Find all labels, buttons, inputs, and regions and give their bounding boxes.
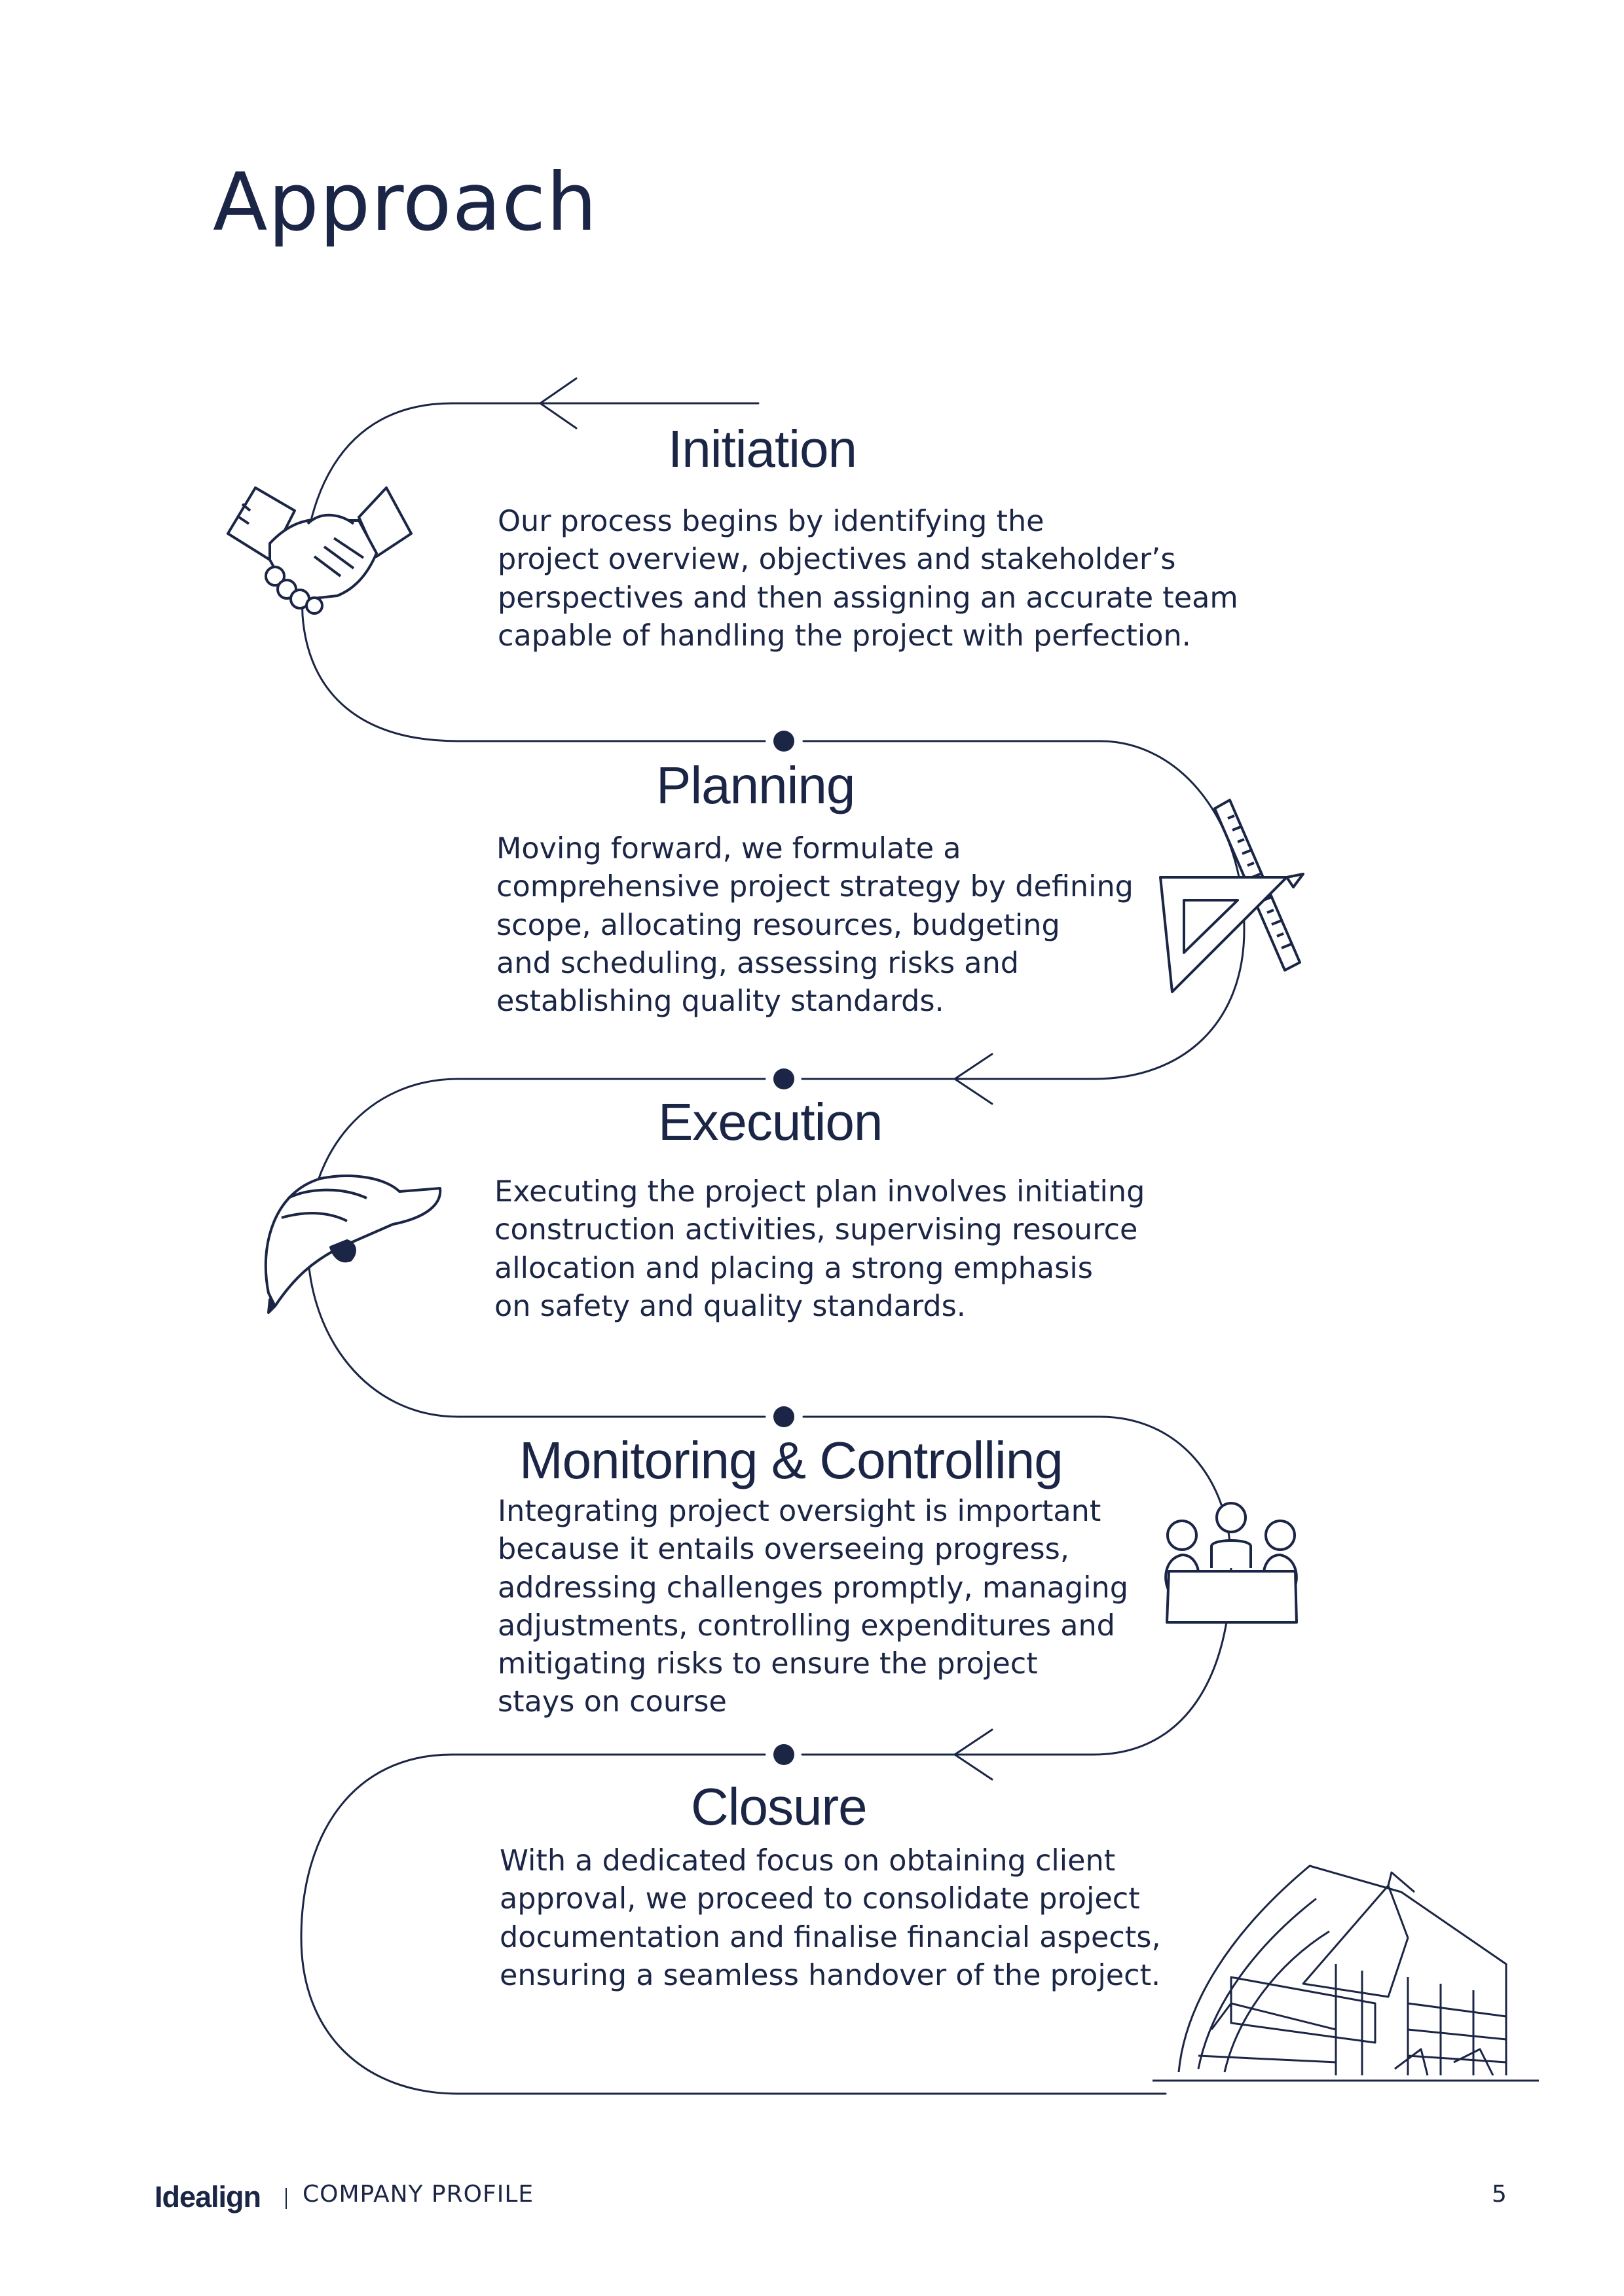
body-line: adjustments, controlling expenditures an… (498, 1609, 1115, 1643)
body-line: documentation and finalise financial asp… (500, 1920, 1161, 1954)
meeting-table-icon (1164, 1502, 1298, 1624)
set-square-ruler-icon (1159, 799, 1304, 993)
step-planning-title: Planning (656, 756, 855, 814)
body-line: project overview, objectives and stakeho… (498, 543, 1176, 577)
body-line: capable of handling the project with per… (498, 619, 1191, 653)
body-line: on safety and quality standards. (494, 1289, 966, 1323)
body-line: comprehensive project strategy by defini… (496, 870, 1134, 904)
body-line: addressing challenges promptly, managing (498, 1571, 1128, 1605)
step-execution-title: Execution (658, 1093, 883, 1151)
body-line: approval, we proceed to consolidate proj… (500, 1882, 1140, 1916)
handshake-icon (227, 486, 413, 615)
body-line: ensuring a seamless handover of the proj… (500, 1958, 1161, 1992)
body-line: because it entails overseeing progress, (498, 1533, 1069, 1567)
step-initiation-body: Our process begins by identifying the pr… (498, 503, 1238, 655)
body-line: construction activities, supervising res… (494, 1213, 1138, 1247)
building-icon (1153, 1865, 1539, 2082)
step-monitoring-body: Integrating project oversight is importa… (498, 1493, 1128, 1722)
body-line: Moving forward, we formulate a (496, 832, 961, 866)
body-line: establishing quality standards. (496, 985, 944, 1019)
body-line: Our process begins by identifying the (498, 505, 1044, 538)
body-line: scope, allocating resources, budgeting (496, 908, 1060, 942)
body-line: mitigating risks to ensure the project (498, 1647, 1038, 1681)
step-closure-title: Closure (691, 1777, 868, 1836)
body-line: Executing the project plan involves init… (494, 1175, 1145, 1209)
footer-label: COMPANY PROFILE (303, 2181, 534, 2208)
body-line: Integrating project oversight is importa… (498, 1495, 1101, 1528)
body-line: With a dedicated focus on obtaining clie… (500, 1844, 1116, 1878)
body-line: perspectives and then assigning an accur… (498, 581, 1238, 615)
step-initiation-title: Initiation (668, 420, 857, 478)
step-planning-body: Moving forward, we formulate a comprehen… (496, 830, 1134, 1021)
page-number: 5 (1492, 2181, 1507, 2208)
footer-divider (286, 2188, 287, 2209)
page-title: Approach (213, 156, 598, 249)
company-logo: Idealign (155, 2180, 261, 2214)
step-monitoring-title: Monitoring & Controlling (519, 1431, 1063, 1489)
body-line: allocation and placing a strong emphasis (494, 1251, 1093, 1285)
body-line: stays on course (498, 1685, 727, 1719)
hard-hat-icon (264, 1175, 442, 1314)
step-execution-body: Executing the project plan involves init… (494, 1173, 1145, 1326)
body-line: and scheduling, assessing risks and (496, 946, 1020, 980)
step-closure-body: With a dedicated focus on obtaining clie… (500, 1842, 1161, 1995)
